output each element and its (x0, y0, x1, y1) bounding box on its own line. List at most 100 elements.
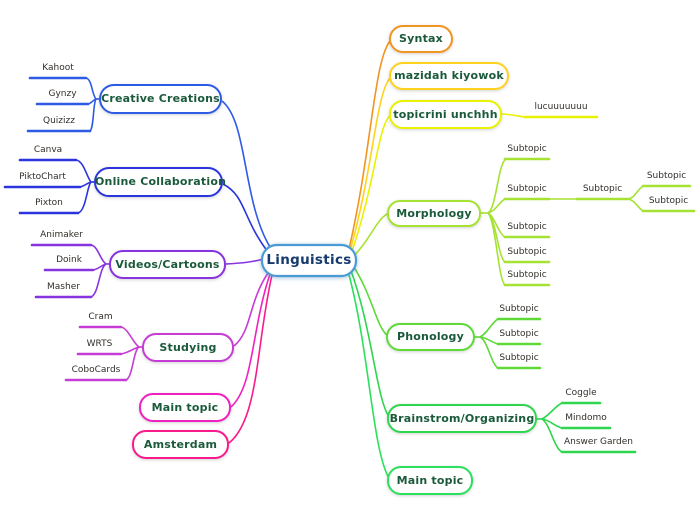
node-box-online-collaboration[interactable] (94, 167, 223, 197)
child-label-wrts[interactable]: WRTS (86, 339, 113, 349)
node-box-amsterdam[interactable] (132, 430, 229, 459)
connector-child-quizizz (89, 98, 97, 132)
connector-child-lucuuuuuuu (500, 113, 526, 118)
child-label-morph-subtopic-mid[interactable]: Subtopic (582, 184, 623, 194)
child-label-piktochart[interactable]: PiktoChart (19, 172, 66, 182)
connector-child-masher (90, 263, 107, 298)
node-label-mazidah[interactable]: mazidah kiyowok (394, 69, 504, 82)
node-box-creative-creations[interactable] (99, 84, 222, 114)
connector-child-kahoot (85, 77, 97, 100)
branch-studying (64, 272, 269, 382)
child-label-cobocards[interactable]: CoboCards (71, 365, 121, 375)
connector-center-creative-creations (221, 100, 271, 248)
child-label-coggle[interactable]: Coggle (565, 388, 597, 398)
connector-center-main-topic-left (230, 273, 271, 408)
branch-amsterdam (132, 274, 273, 459)
node-box-linguistics[interactable] (260, 243, 358, 278)
branch-online-collaboration (3, 158, 269, 253)
child-label-lucuuuuuuu[interactable]: lucuuuuuuu (534, 102, 588, 112)
child-label-doink[interactable]: Doink (56, 255, 82, 265)
connector-center-amsterdam (228, 274, 273, 444)
node-label-studying[interactable]: Studying (159, 341, 217, 354)
node-label-phonology[interactable]: Phonology (396, 330, 464, 343)
node-label-main-topic-right[interactable]: Main topic (396, 474, 464, 487)
branch-phonology (351, 263, 542, 370)
node-box-phonology[interactable] (386, 323, 475, 351)
child-label-morph-subtopic-1[interactable]: Subtopic (507, 144, 547, 154)
connector-center-studying (233, 272, 269, 347)
connector-center-brainstorm (349, 267, 390, 418)
node-label-amsterdam[interactable]: Amsterdam (143, 438, 218, 451)
connector-child-coggle (541, 402, 563, 420)
node-label-main-topic-left[interactable]: Main topic (151, 401, 219, 414)
node-label-morphology[interactable]: Morphology (396, 207, 472, 220)
child-label-morph-subtopic-4[interactable]: Subtopic (507, 247, 547, 257)
connector-child-canva (75, 159, 92, 183)
node-box-topicrini[interactable] (389, 100, 502, 129)
child-label-masher[interactable]: Masher (47, 282, 80, 292)
child-label-mindomo[interactable]: Mindomo (565, 413, 607, 423)
connector-child-animaker (90, 244, 107, 265)
connector-child-wrts (120, 346, 140, 355)
node-label-linguistics[interactable]: Linguistics (266, 252, 352, 268)
connector-child-pixton (77, 181, 92, 214)
connector-center-videos-cartoons (225, 258, 265, 265)
child-label-morph-subtopic-2[interactable]: Subtopic (507, 184, 547, 194)
connector-child-morph-subtopic-1 (487, 159, 506, 214)
branch-videos-cartoons (30, 243, 265, 299)
node-label-topicrini[interactable]: topicrini unchhh (393, 108, 498, 121)
connector-child-mindomo (541, 418, 563, 429)
node-box-main-topic-left[interactable] (139, 393, 231, 422)
node-box-mazidah[interactable] (389, 62, 509, 90)
connector-center-online-collaboration (222, 183, 269, 253)
child-label-gynzy[interactable]: Gynzy (48, 89, 77, 99)
connector-center-morphology (352, 212, 390, 258)
node-label-syntax[interactable]: Syntax (399, 32, 443, 45)
child-label-answer-garden[interactable]: Answer Garden (564, 437, 633, 447)
connector-child-cram (120, 326, 140, 348)
branch-main-topic-left (139, 273, 271, 422)
connector-child-cobocards (125, 346, 140, 381)
connector-child-morph-subtopic-2 (487, 198, 506, 214)
child-label-kahoot[interactable]: Kahoot (42, 63, 74, 73)
connector-center-mazidah (349, 76, 392, 252)
node-box-morphology[interactable] (387, 200, 481, 227)
connector-center-phonology (351, 263, 389, 337)
connector-child-phon-subtopic-2 (479, 336, 499, 345)
node-box-main-topic-right[interactable] (387, 466, 473, 495)
branch-mazidah (349, 62, 509, 252)
node-label-videos-cartoons[interactable]: Videos/Cartoons (115, 258, 220, 271)
connector-morph-deep-bottom (627, 198, 644, 212)
branch-syntax (348, 25, 453, 250)
branch-brainstorm (349, 267, 637, 454)
child-label-pixton[interactable]: Pixton (35, 198, 63, 208)
child-label-quizizz[interactable]: Quizizz (43, 116, 75, 126)
connector-center-main-topic-right (347, 270, 391, 481)
connector-child-answer-garden (541, 418, 563, 453)
child-label-morph-subtopic-3[interactable]: Subtopic (507, 222, 547, 232)
node-box-brainstorm[interactable] (387, 404, 537, 433)
node-label-brainstorm[interactable]: Brainstrom/Organizing (389, 412, 535, 425)
branch-main-topic-right (347, 270, 473, 495)
node-box-syntax[interactable] (389, 25, 453, 53)
connector-child-phon-subtopic-1 (479, 318, 499, 338)
child-label-animaker[interactable]: Animaker (40, 230, 83, 240)
connector-child-phon-subtopic-3 (479, 336, 499, 369)
node-box-videos-cartoons[interactable] (109, 250, 226, 279)
node-label-creative-creations[interactable]: Creative Creations (101, 92, 220, 105)
child-label-phon-subtopic-2[interactable]: Subtopic (499, 329, 539, 339)
connector-center-topicrini (350, 114, 392, 255)
child-label-morph-subtopic-5[interactable]: Subtopic (507, 270, 547, 280)
branch-topicrini (350, 100, 599, 255)
node-box-studying[interactable] (142, 333, 234, 362)
child-label-canva[interactable]: Canva (33, 145, 63, 155)
child-label-phon-subtopic-3[interactable]: Subtopic (499, 353, 539, 363)
child-label-morph-deep-bottom[interactable]: Subtopic (648, 196, 689, 206)
child-label-cram[interactable]: Cram (88, 312, 113, 322)
connector-child-morph-subtopic-5 (487, 212, 506, 286)
node-label-online-collaboration[interactable]: Online Collaboration (95, 175, 227, 188)
child-label-phon-subtopic-1[interactable]: Subtopic (499, 304, 539, 314)
branch-creative-creations (26, 76, 271, 248)
child-label-morph-deep-top[interactable]: Subtopic (646, 171, 687, 181)
